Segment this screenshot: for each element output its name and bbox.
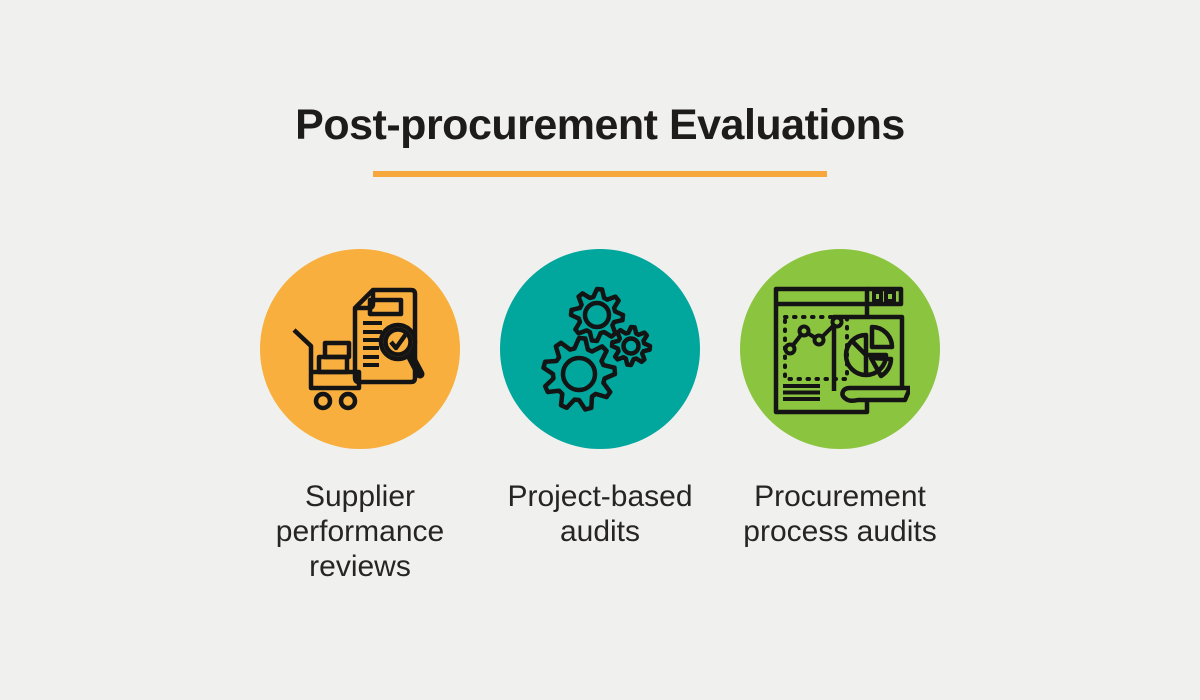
item-label-procurement-audits: Procurement process audits (743, 480, 937, 548)
item-project-based-audits: Project-based audits (480, 249, 720, 584)
title-underline (373, 171, 827, 177)
procurement-report-icon (773, 286, 910, 415)
circle-procurement-audits (740, 249, 940, 449)
item-label-project-audits: Project-based audits (507, 480, 693, 548)
item-label-supplier-performance: Supplier performance reviews (275, 480, 445, 583)
item-procurement-process-audits: Procurement process audits (720, 249, 960, 584)
circle-supplier-performance (260, 249, 460, 449)
circle-project-audits (500, 249, 700, 449)
item-supplier-performance-reviews: Supplier performance reviews (240, 249, 480, 584)
supplier-performance-review-icon (292, 287, 425, 411)
evaluation-items-row: Supplier performance reviews Project-bas… (240, 249, 960, 584)
gears-icon (541, 286, 653, 412)
page-title: Post-procurement Evaluations (295, 101, 905, 149)
